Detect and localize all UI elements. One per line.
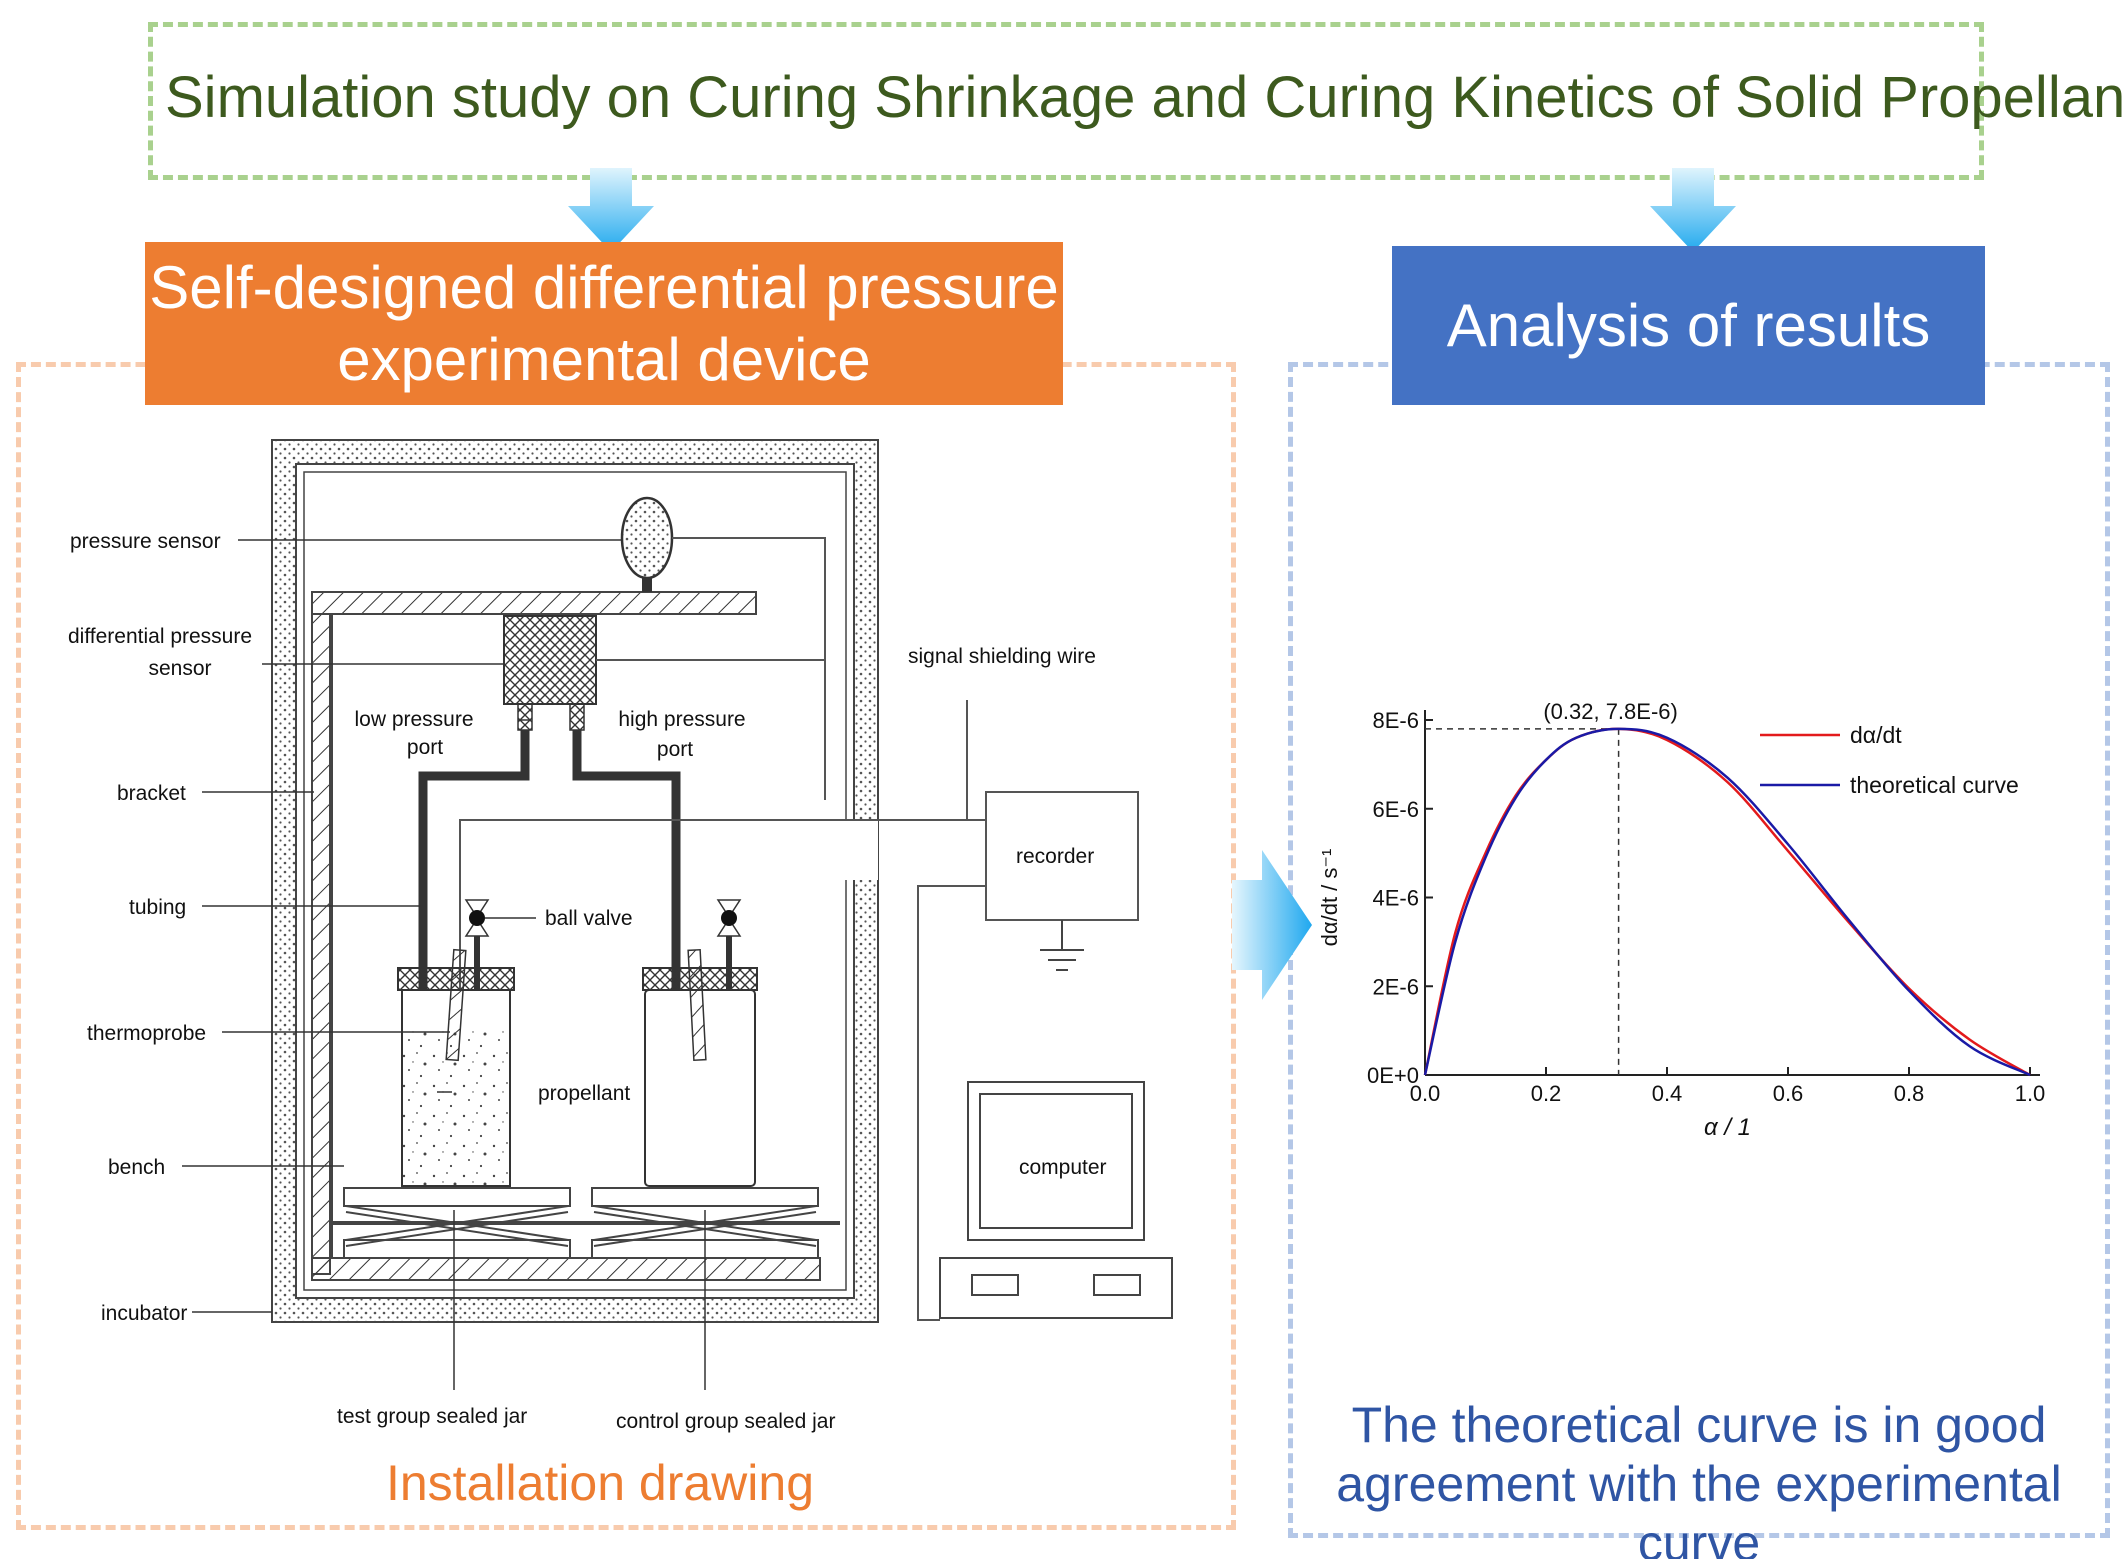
x-tick-label: 0.6 [1773,1081,1804,1106]
label-signal-wire: signal shielding wire [908,645,1096,668]
legend-label-0: dα/dt [1850,722,1902,748]
differential-pressure-sensor [503,615,825,731]
page-title: Simulation study on Curing Shrinkage and… [165,65,2126,130]
signal-lines [459,700,986,1010]
y-tick-label: 0E+0 [1367,1063,1419,1088]
label-ball-valve: ball valve [545,907,633,930]
right-arrow-icon [1232,850,1312,1000]
computer [939,1081,1173,1319]
pressure-sensor [620,496,826,800]
label-thermoprobe: thermoprobe [87,1022,206,1045]
tubing [418,730,681,990]
peak-annotation: (0.32, 7.8E-6) [1543,699,1678,724]
down-arrow-left-icon [568,168,654,252]
device-banner-line1: Self-designed differential pressure [149,253,1059,321]
label-test-jar: test group sealed jar [337,1405,527,1428]
x-tick-label: 0.4 [1652,1081,1683,1106]
label-high-port-1: high pressure [618,708,745,731]
x-tick-label: 0.0 [1410,1081,1441,1106]
incubator [271,439,879,1323]
installation-drawing: pressure sensor differential pressure se… [68,439,1173,1433]
x-axis-label: α / 1 [1704,1114,1751,1141]
label-recorder: recorder [1016,845,1094,868]
title-frame [148,22,1984,180]
bracket [311,591,821,1281]
label-low-port-1: low pressure [354,708,473,731]
x-tick-label: 0.2 [1531,1081,1562,1106]
results-caption-line2: agreement with the experimental curve [1336,1456,2062,1559]
series-line-1 [1423,727,2031,1077]
leader-lines [182,539,706,1390]
legend-label-1: theoretical curve [1850,772,2019,798]
rate-chart: 0.0 0.2 0.4 0.6 0.8 1.0 0E+0 2E-6 4E-6 6E-6 8E-6 (… [1317,699,2045,1141]
label-tubing: tubing [129,896,186,919]
y-tick-label: 2E-6 [1373,974,1419,999]
label-propellant: propellant [538,1082,630,1105]
label-bracket: bracket [117,782,186,805]
results-banner-text: Analysis of results [1446,291,1931,359]
y-axis-label: dα/dt / s⁻¹ [1317,849,1342,947]
device-banner-line2: experimental device [337,325,871,393]
recorder [917,791,1139,1321]
label-high-port-2: port [657,738,693,761]
chart-axes: 0.0 0.2 0.4 0.6 0.8 1.0 0E+0 2E-6 4E-6 6E-6 8E-6 [1367,708,2045,1106]
results-banner: Analysis of results [1392,246,1985,405]
down-arrow-right-icon [1650,168,1736,252]
results-caption: The theoretical curve is in good agreeme… [1288,1396,2110,1559]
y-tick-label: 4E-6 [1373,886,1419,911]
installation-drawing-caption: Installation drawing [385,1455,815,1511]
x-tick-label: 0.8 [1894,1081,1925,1106]
label-diff-pressure-sensor-2: sensor [148,657,211,680]
device-banner: Self-designed differential pressure expe… [145,242,1063,405]
label-diff-pressure-sensor-1: differential pressure [68,625,252,648]
chart-legend: dα/dt theoretical curve [1760,722,2019,798]
control-group-sealed-jar [642,899,758,1187]
y-tick-label: 8E-6 [1373,708,1419,733]
x-tick-label: 1.0 [2015,1081,2046,1106]
chart-series [1423,727,2031,1077]
test-group-sealed-jar [397,899,515,1187]
label-computer: computer [1019,1156,1107,1179]
label-control-jar: control group sealed jar [616,1410,835,1433]
y-tick-label: 6E-6 [1373,797,1419,822]
label-low-port-2: port [407,736,443,759]
drawing-labels: pressure sensor differential pressure se… [68,530,1107,1433]
bench [332,1187,840,1259]
label-incubator: incubator [101,1302,187,1325]
label-bench: bench [108,1156,165,1179]
results-caption-line1: The theoretical curve is in good [1351,1397,2047,1453]
label-pressure-sensor: pressure sensor [70,530,221,553]
